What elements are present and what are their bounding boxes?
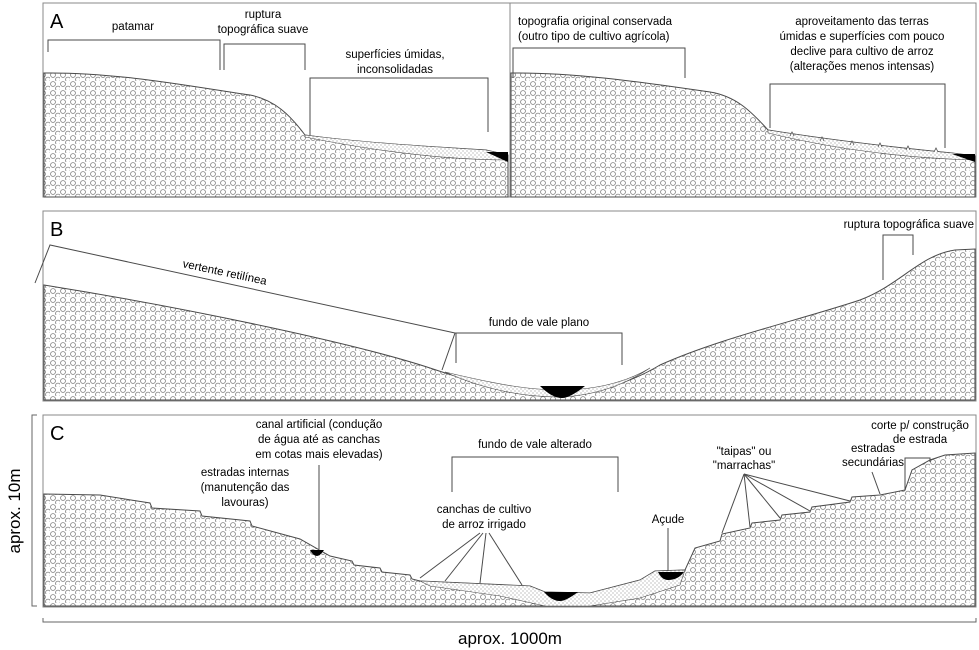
panel-a-left-terrain (43, 72, 509, 198)
canal-label-line3: em cotas mais elevadas) (255, 449, 382, 461)
fundo-alterado-label: fundo de vale alterado (478, 439, 592, 451)
fundo-alterado-bracket (451, 456, 619, 492)
acude-label: Açude (652, 514, 685, 526)
vertical-scale-label: aprox. 10m (5, 468, 24, 553)
estradas-int-label-line1: estradas internas (201, 467, 289, 479)
panel-a-left-water (486, 152, 508, 162)
estradas-sec-pointer (871, 471, 881, 495)
umidas-bracket (309, 77, 489, 135)
canchas-pointer-1 (419, 532, 481, 579)
panel-b-letter: B (50, 219, 63, 241)
aproveit-label-line2: úmidas e superfícies com pouco (780, 31, 945, 43)
taipas-label-line2: "marrachas" (713, 460, 776, 472)
canchas-pointer-2 (444, 532, 484, 582)
taipas-pointer-3 (743, 473, 781, 519)
ruptura-b-label: ruptura topográfica suave (844, 219, 974, 231)
canal-label-line2: de água até as canchas (258, 434, 380, 446)
estradas-sec-label-line2: secundárias (842, 457, 904, 469)
scale-axes: aprox. 10m aprox. 1000m (5, 414, 977, 648)
vertente-bracket (34, 244, 456, 371)
taipas-label-line1: "taipas" ou (717, 446, 772, 458)
panel-c: C canal artificial (condução de água até… (42, 414, 977, 608)
panel-c-frame (42, 414, 977, 608)
ruptura-bracket-b (882, 234, 914, 280)
ruptura-label-line2: topográfica suave (218, 24, 309, 36)
panel-b-stream (540, 386, 585, 398)
ruptura-label-line1: ruptura (245, 9, 282, 21)
aproveit-label-line4: (alterações menos intensas) (790, 61, 935, 73)
panel-a-right-water (952, 154, 975, 162)
panel-a-right-levees (789, 131, 939, 153)
original-label-line2: (outro tipo de cultivo agrícola) (518, 31, 670, 43)
corte-label-line1: corte p/ construção (871, 420, 969, 432)
taipas-pointer-5 (743, 473, 851, 502)
taipas-pointer-2 (743, 473, 751, 528)
taipas-pointer-1 (721, 473, 745, 534)
aproveit-bracket (769, 83, 946, 148)
fundo-plano-bracket (455, 332, 623, 365)
patamar-label: patamar (112, 21, 154, 33)
corte-label-line2: de estrada (893, 434, 948, 446)
canchas-label-line2: de arroz irrigado (442, 519, 526, 531)
canchas-label-line1: canchas de cultivo (437, 504, 532, 516)
corte-bracket (904, 457, 931, 490)
fundo-plano-label: fundo de vale plano (489, 317, 589, 329)
estradas-int-label-line3: lavouras) (221, 497, 268, 509)
panel-a: A patamar ruptura topográfica suave supe… (42, 2, 977, 198)
taipas-pointer-4 (743, 473, 811, 512)
umidas-label-line1: superfícies úmidas, (345, 49, 444, 61)
original-bracket (512, 47, 686, 78)
original-label-line1: topografia original conservada (518, 16, 673, 28)
vertical-scale-bar (31, 414, 37, 607)
panel-b-frame (42, 210, 977, 402)
panel-a-right-terrain (510, 72, 976, 198)
ruptura-bracket-a (223, 43, 306, 70)
acude-water (658, 572, 684, 580)
canchas-pointer-4 (488, 532, 523, 586)
horizontal-scale-bar (42, 618, 977, 623)
estradas-sec-label-line1: estradas (851, 443, 895, 455)
canal-water (310, 550, 324, 556)
patamar-bracket (47, 39, 221, 52)
canchas-pointer-3 (479, 532, 487, 584)
panel-a-letter: A (50, 11, 64, 33)
panel-c-stream (544, 592, 578, 601)
horizontal-scale-label: aprox. 1000m (458, 629, 562, 648)
panel-b: B vertente retilínea fundo de vale plano… (34, 210, 977, 402)
estradas-int-label-line2: (manutenção das (201, 482, 290, 494)
panel-b-valley-fill (444, 367, 651, 398)
aproveit-label-line1: aproveitamento das terras (795, 16, 929, 28)
panel-c-letter: C (50, 423, 64, 445)
umidas-label-line2: inconsolidadas (357, 64, 433, 76)
canal-label-line1: canal artificial (condução (256, 419, 383, 431)
aproveit-label-line3: declive para cultivo de arroz (790, 46, 933, 58)
